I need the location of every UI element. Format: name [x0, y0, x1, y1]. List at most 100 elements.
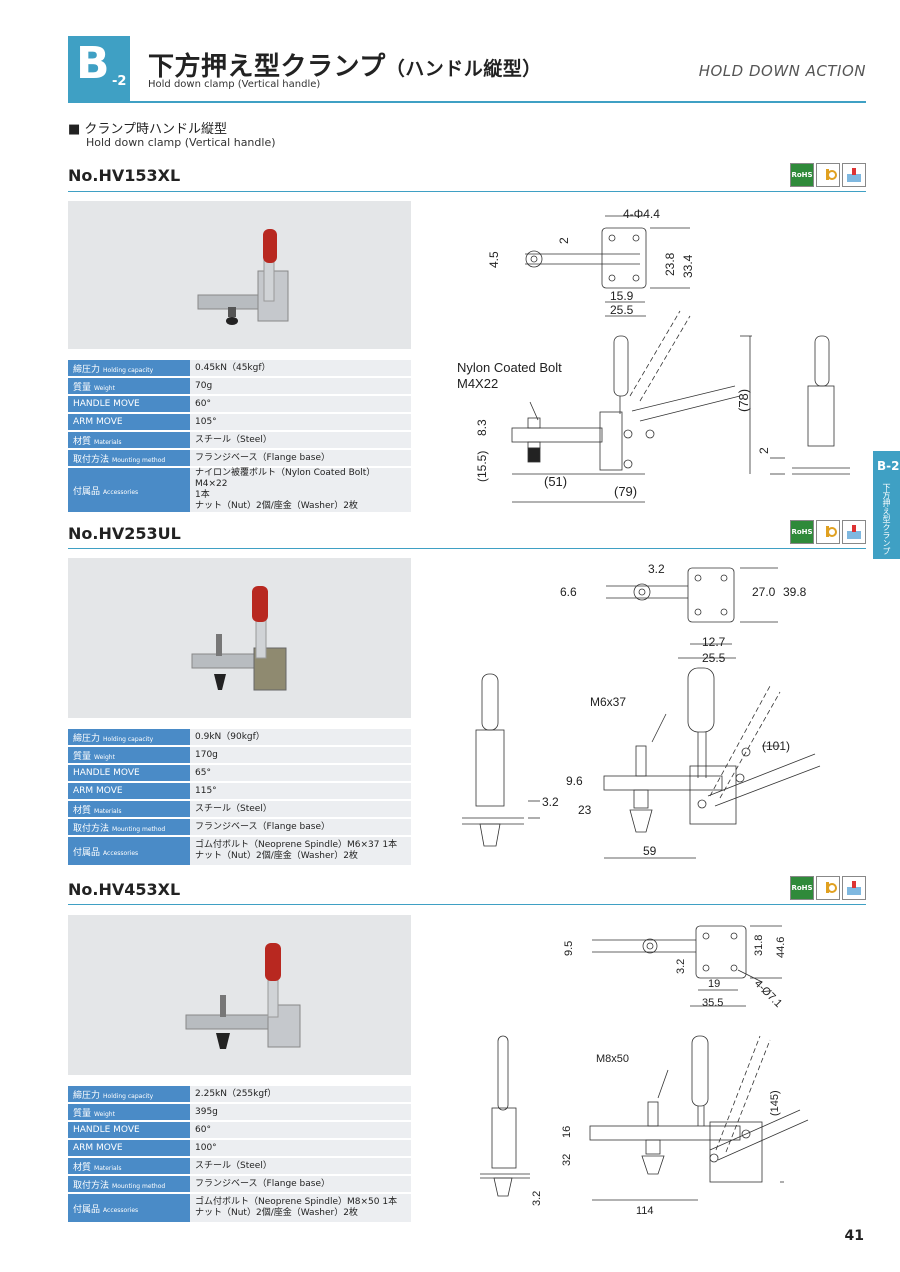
dim-31-8: 31.8	[753, 935, 765, 956]
dim-51: (51)	[544, 474, 567, 489]
spec-key-en: Weight	[94, 384, 115, 392]
dim-4-5: 4.5	[487, 251, 501, 268]
spec-key: ARM MOVE	[73, 417, 123, 427]
spec-key-en: Accessories	[103, 849, 139, 857]
dim-23-8: 23.8	[663, 252, 677, 276]
spec-key: 材質	[73, 1162, 92, 1173]
dim-19: 19	[708, 978, 720, 990]
dim-145: (145)	[769, 1090, 781, 1116]
dim-3-2c: 3.2	[531, 1191, 543, 1206]
rohs-icon: RoHS	[790, 520, 814, 544]
model-title: No.HV253UL	[68, 524, 181, 543]
spec-key: 材質	[73, 805, 92, 816]
dim-101: (101)	[762, 739, 790, 753]
side-tab-text: 下方押え型クランプ	[882, 483, 891, 555]
kk-icon	[842, 876, 866, 900]
page-title-main: 下方押え型クランプ	[148, 52, 386, 82]
icon-group: RoHS	[790, 876, 866, 900]
spec-key: ARM MOVE	[73, 786, 123, 796]
clamp-photo-illustration	[185, 943, 301, 1049]
spec-key-en: Accessories	[103, 488, 139, 496]
spec-value: 395g	[190, 1104, 411, 1120]
rohs-icon: RoHS	[790, 876, 814, 900]
technical-drawing: 4-Φ4.4 2 4.5 23.8 33.4 15.9 25.5 Nylon C…	[457, 207, 850, 503]
spec-line: ゴム付ボルト（Neoprene Spindle）M8×50 1本	[195, 1197, 398, 1207]
product-photo	[68, 915, 411, 1075]
model-rule	[68, 548, 866, 549]
spec-key: 質量	[73, 1108, 92, 1119]
dim-8-3: 8.3	[475, 419, 489, 436]
spec-value: 60°	[190, 1122, 411, 1138]
spec-key: 締圧力	[73, 1090, 101, 1101]
spec-line: ナット（Nut）2個/座金（Washer）2枚	[195, 501, 358, 511]
section-badge: B -2	[68, 36, 130, 102]
dim-35-5: 35.5	[702, 997, 723, 1009]
spec-key-en: Holding capacity	[103, 735, 154, 743]
icon-group: RoHS	[790, 520, 866, 544]
section-subtitle: Hold down clamp (Vertical handle)	[86, 136, 276, 149]
spec-line: ナット（Nut）2個/座金（Washer）2枚	[195, 1208, 358, 1218]
dim-78: (78)	[736, 389, 751, 412]
bolt-label-1: Nylon Coated Bolt	[457, 360, 562, 375]
header-rule	[68, 101, 866, 103]
model-title: No.HV453XL	[68, 880, 181, 899]
spec-key-en: Materials	[94, 1164, 122, 1172]
spec-value: ゴム付ボルト（Neoprene Spindle）M6×37 1本ナット（Nut）…	[190, 837, 411, 865]
bolt-label: M6x37	[590, 695, 626, 709]
dim-3-2: 3.2	[675, 959, 687, 974]
spec-value: 0.45kN（45kgf）	[190, 360, 411, 376]
spec-key-en: Mounting method	[112, 825, 166, 833]
spec-value: スチール（Steel）	[190, 1158, 411, 1174]
clamp-photo-illustration	[197, 229, 289, 325]
spec-line: ゴム付ボルト（Neoprene Spindle）M6×37 1本	[195, 840, 398, 850]
side-tab: B-2 下方押え型クランプ	[873, 451, 900, 559]
spec-key-en: Mounting method	[112, 456, 166, 464]
dim-16: 16	[561, 1126, 573, 1138]
spec-key-en: Holding capacity	[103, 366, 154, 374]
spec-value: フランジベース（Flange base）	[190, 819, 411, 835]
dim-79: (79)	[614, 484, 637, 499]
spec-key: 締圧力	[73, 733, 101, 744]
spec-key-en: Holding capacity	[103, 1092, 154, 1100]
kk-icon	[842, 163, 866, 187]
spec-key: 質量	[73, 382, 92, 393]
dim-holes: 4-Φ4.4	[623, 207, 660, 221]
clamp-photo-illustration	[191, 586, 287, 691]
page-subtitle: Hold down clamp (Vertical handle)	[148, 79, 321, 90]
spec-key-en: Weight	[94, 753, 115, 761]
spec-key: 付属品	[73, 847, 101, 858]
bolt-icon	[816, 163, 840, 187]
spec-value: フランジベース（Flange base）	[190, 1176, 411, 1192]
bolt-icon	[816, 520, 840, 544]
spec-value: スチール（Steel）	[190, 801, 411, 817]
bolt-label: M8x50	[596, 1053, 629, 1065]
spec-key: 材質	[73, 436, 92, 447]
model-rule	[68, 904, 866, 905]
bolt-icon	[816, 876, 840, 900]
dim-25-5: 25.5	[610, 303, 634, 317]
spec-key: 締圧力	[73, 364, 101, 375]
spec-key: 質量	[73, 751, 92, 762]
dim-holes: 4-Ø7.1	[752, 978, 784, 1010]
section-title: ■ クランプ時ハンドル縦型	[68, 122, 228, 137]
spec-value: 105°	[190, 414, 411, 430]
side-tab-code: B-2	[877, 459, 900, 473]
spec-value: 170g	[190, 747, 411, 763]
spec-key-en: Weight	[94, 1110, 115, 1118]
dim-23: 23	[578, 803, 592, 817]
spec-key: ARM MOVE	[73, 1143, 123, 1153]
page-title-paren: （ハンドル縦型）	[385, 58, 542, 80]
